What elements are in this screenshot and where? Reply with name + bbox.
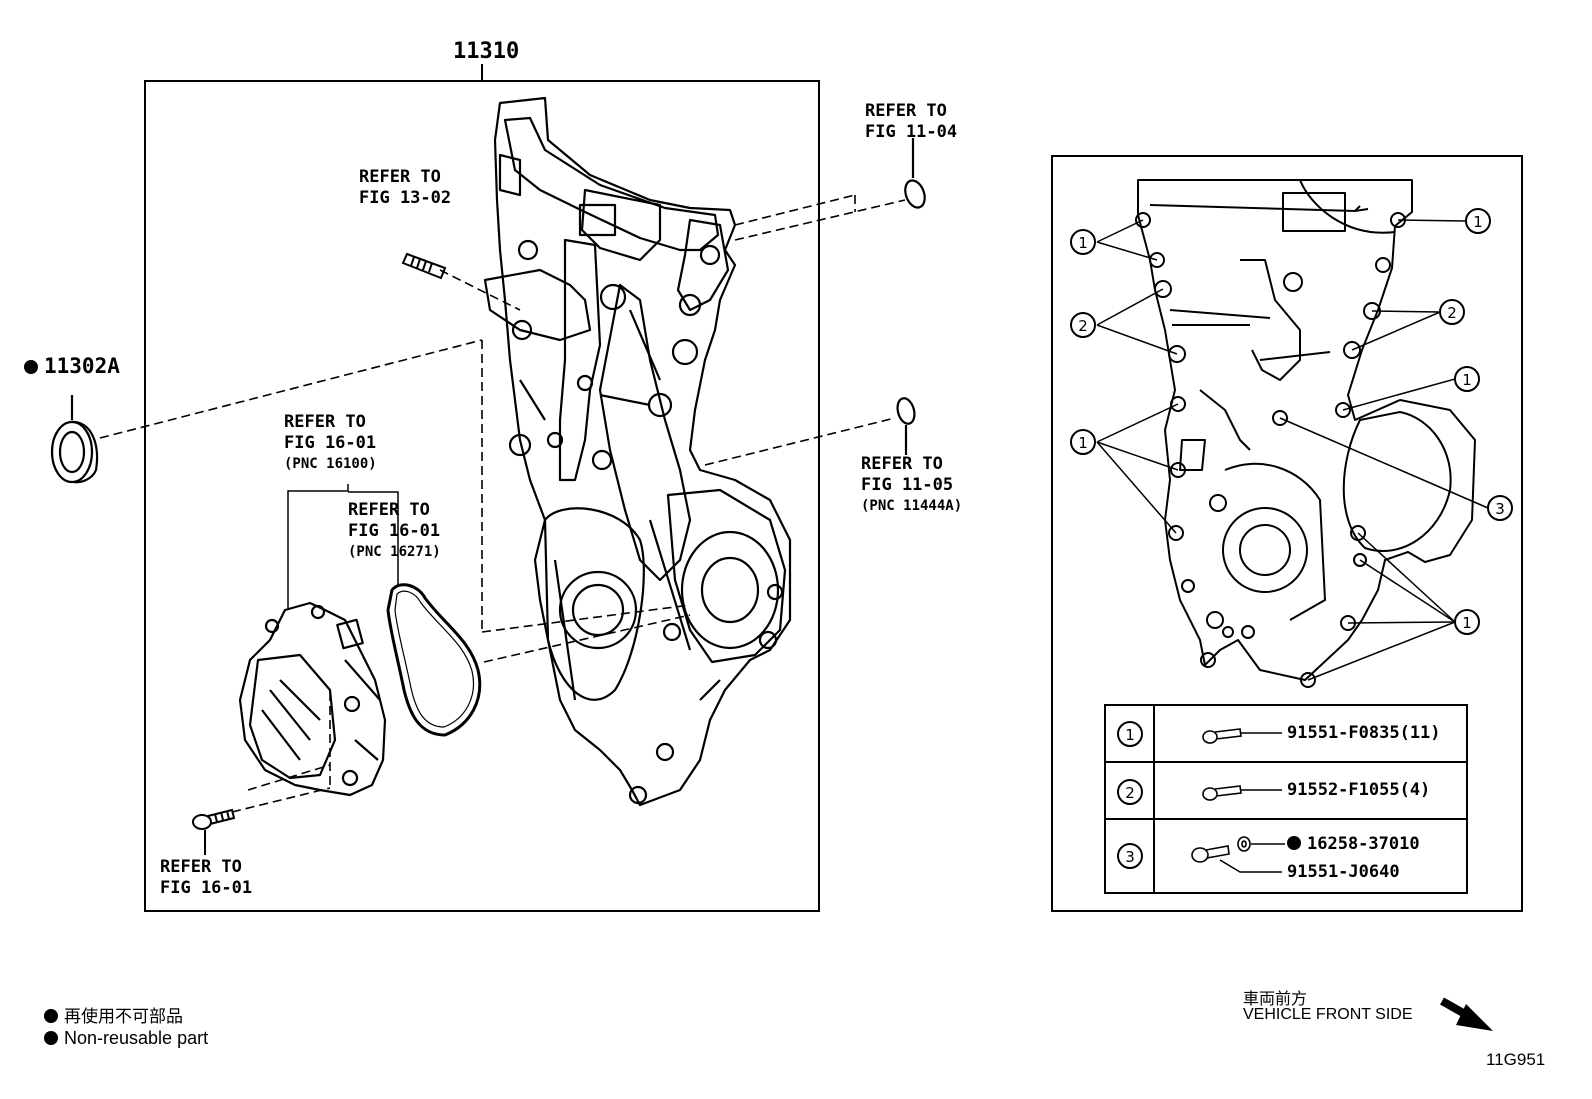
legend-en: Non-reusable part xyxy=(44,1028,208,1049)
table-key-3: 3 xyxy=(1125,848,1135,866)
callout-1: 1 xyxy=(1473,213,1483,231)
callout-1: 1 xyxy=(1078,434,1088,452)
seal-part-number[interactable]: 11302A xyxy=(24,356,120,377)
o-ring-top xyxy=(902,178,928,210)
callout-1: 1 xyxy=(1078,234,1088,252)
non-reusable-marker-icon xyxy=(1287,836,1301,850)
non-reusable-marker-icon xyxy=(44,1031,58,1045)
non-reusable-marker-icon xyxy=(24,360,38,374)
vehicle-front-arrow xyxy=(1442,1001,1493,1031)
bolt-part-91552-F1055[interactable]: 91552-F1055(4) xyxy=(1287,780,1431,800)
stud xyxy=(403,254,445,278)
main-part-number[interactable]: 11310 xyxy=(453,39,520,64)
detail-cover-outline xyxy=(1138,180,1475,680)
water-pump-gasket xyxy=(388,585,480,735)
detail-frame xyxy=(1052,156,1522,911)
callout-1: 1 xyxy=(1462,371,1472,389)
bolt-part-91551-J0640[interactable]: 91551-J0640 xyxy=(1287,862,1400,882)
legend-jp: 再使用不可部品 xyxy=(44,1002,183,1027)
callout-2: 2 xyxy=(1078,317,1088,335)
callout-1: 1 xyxy=(1462,614,1472,632)
table-key-1: 1 xyxy=(1125,726,1135,744)
figure-code: 11G951 xyxy=(1486,1050,1546,1069)
bolt-table-grid xyxy=(1105,705,1467,893)
pump-bolt xyxy=(193,810,234,855)
bolt-part-91551-F0835[interactable]: 91551-F0835(11) xyxy=(1287,723,1441,743)
oil-seal xyxy=(52,395,97,482)
callout-3: 3 xyxy=(1495,500,1505,518)
non-reusable-marker-icon xyxy=(44,1009,58,1023)
table-key-2: 2 xyxy=(1125,784,1135,802)
callout-2: 2 xyxy=(1447,304,1457,322)
timing-chain-cover xyxy=(485,98,790,805)
orientation-en: VEHICLE FRONT SIDE xyxy=(1243,1006,1413,1023)
orientation-jp: 車両前方 xyxy=(1243,991,1308,1008)
water-pump xyxy=(240,603,385,795)
seal-part-label: 11302A xyxy=(44,354,120,378)
o-ring-mid xyxy=(895,396,917,425)
washer-part-16258[interactable]: 16258-37010 xyxy=(1287,834,1420,855)
